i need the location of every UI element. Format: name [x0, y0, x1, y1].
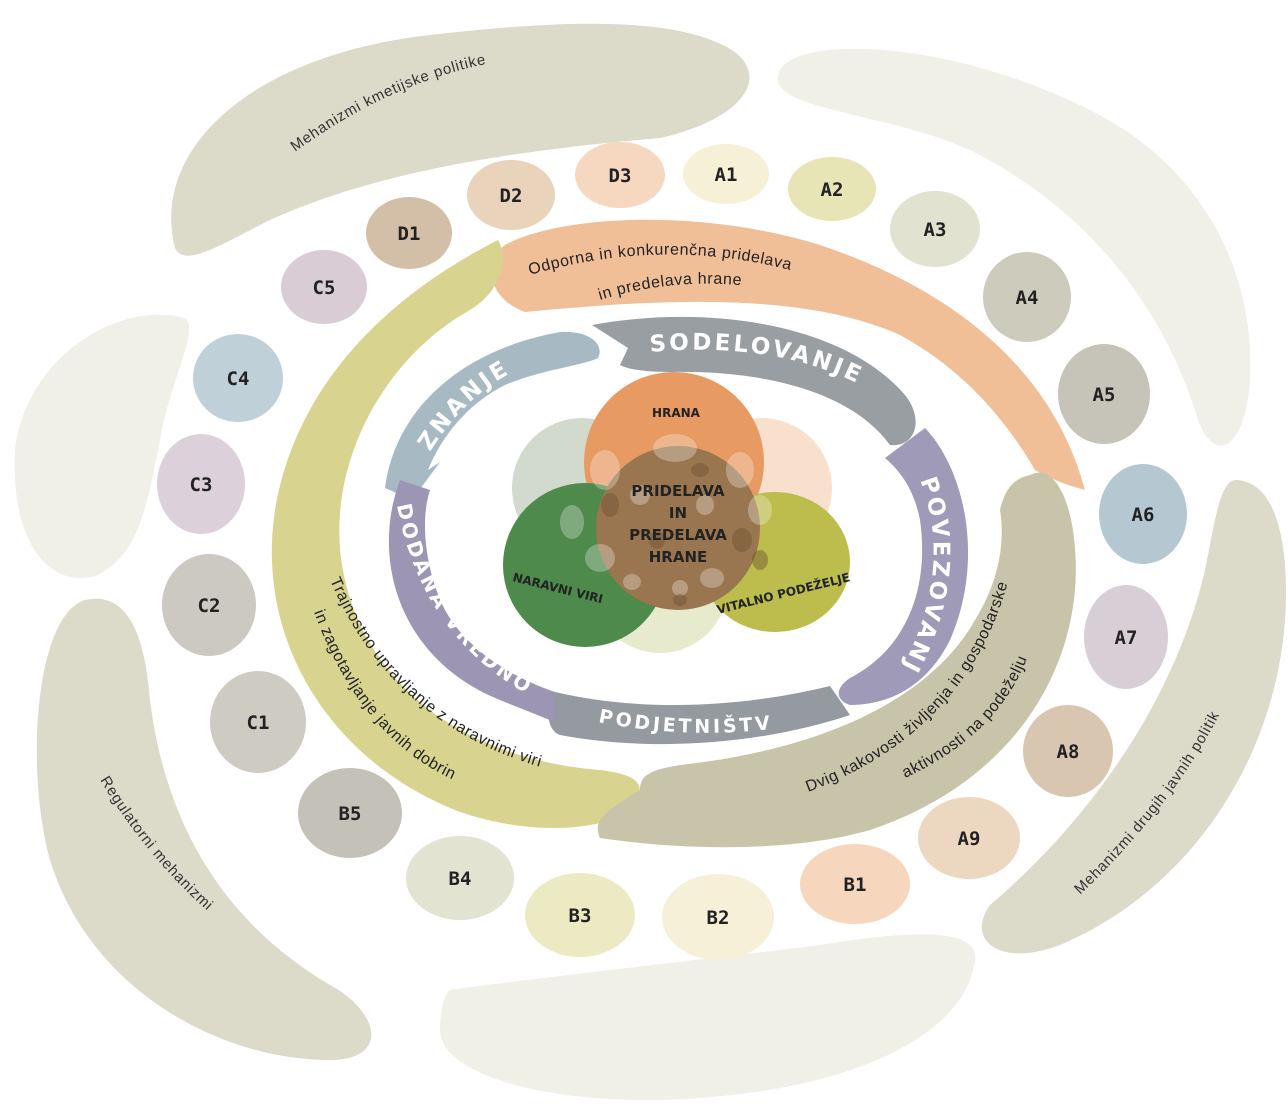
code-label: A1 — [715, 164, 738, 186]
code-oval-c4: C4 — [193, 334, 283, 422]
outer-blob-left — [14, 314, 190, 579]
code-oval-a5: A5 — [1058, 344, 1150, 444]
code-label: C5 — [313, 277, 336, 299]
code-oval-shape — [662, 874, 774, 960]
code-oval-shape — [406, 836, 514, 920]
code-oval-shape — [1058, 344, 1150, 444]
code-oval-b4: B4 — [406, 836, 514, 920]
code-oval-a9: A9 — [918, 797, 1020, 879]
code-oval-shape — [983, 252, 1071, 342]
code-oval-shape — [298, 768, 402, 858]
code-oval-shape — [366, 197, 452, 269]
arc-rural-quality — [597, 472, 1076, 848]
code-label: B2 — [707, 907, 730, 929]
arc-competitive-production — [491, 219, 1086, 490]
code-oval-shape — [1023, 705, 1113, 797]
center-title-1: PRIDELAVA — [631, 482, 725, 500]
code-oval-a1: A1 — [683, 144, 769, 204]
code-oval-shape — [281, 250, 367, 324]
venn-texture-dark — [601, 463, 768, 606]
code-oval-shape — [210, 671, 306, 773]
arc-sustainable-resources — [271, 240, 640, 828]
outer-blob-regulatory — [36, 598, 372, 1060]
venn-texture — [560, 434, 772, 596]
code-oval-b5: B5 — [298, 768, 402, 858]
code-label: B5 — [339, 803, 362, 825]
code-oval-c5: C5 — [281, 250, 367, 324]
code-oval-shape — [788, 157, 876, 221]
code-oval-shape — [683, 144, 769, 204]
outer-blob-other — [981, 480, 1286, 954]
code-oval-a8: A8 — [1023, 705, 1113, 797]
code-oval-shape — [157, 434, 245, 534]
code-label: C1 — [247, 712, 270, 734]
outer-blob-upper-right — [777, 48, 1251, 446]
code-label: C4 — [227, 368, 250, 390]
center-title-2: IN — [669, 504, 687, 522]
center-label-hrana: HRANA — [652, 406, 701, 420]
code-oval-shape — [800, 844, 910, 924]
code-oval-shape — [467, 160, 555, 230]
code-oval-b2: B2 — [662, 874, 774, 960]
code-oval-a4: A4 — [983, 252, 1071, 342]
code-oval-shape — [193, 334, 283, 422]
code-label: D2 — [500, 185, 523, 207]
code-oval-a7: A7 — [1084, 585, 1168, 689]
code-label: A8 — [1057, 741, 1080, 763]
code-oval-b1: B1 — [800, 844, 910, 924]
code-oval-c1: C1 — [210, 671, 306, 773]
code-oval-a2: A2 — [788, 157, 876, 221]
code-label: D1 — [398, 223, 421, 245]
code-oval-shape — [1099, 464, 1187, 564]
code-oval-a6: A6 — [1099, 464, 1187, 564]
code-label: A3 — [924, 219, 947, 241]
code-oval-shape — [1084, 585, 1168, 689]
code-label: C2 — [198, 595, 221, 617]
ring-arrow-podjetnistvo — [548, 686, 850, 745]
code-label: D3 — [609, 165, 632, 187]
code-oval-shape — [575, 142, 665, 208]
ring-arrow-sodelovanje — [592, 316, 916, 446]
code-label: B1 — [844, 874, 867, 896]
code-oval-d2: D2 — [467, 160, 555, 230]
center-venn — [503, 372, 850, 653]
code-label: A2 — [821, 179, 844, 201]
code-label: A7 — [1115, 627, 1138, 649]
code-oval-d3: D3 — [575, 142, 665, 208]
venn-core — [596, 446, 760, 610]
ring-arrow-dodana — [388, 480, 555, 722]
code-label: B3 — [569, 905, 592, 927]
code-oval-a3: A3 — [890, 191, 980, 267]
code-label: C3 — [190, 474, 213, 496]
code-label: A4 — [1016, 287, 1039, 309]
code-oval-shape — [525, 873, 635, 957]
code-oval-shape — [918, 797, 1020, 879]
code-oval-b3: B3 — [525, 873, 635, 957]
center-title-4: HRANE — [649, 548, 708, 566]
code-label: B4 — [449, 868, 472, 890]
code-label: A9 — [958, 828, 981, 850]
code-label: A5 — [1093, 384, 1116, 406]
outer-blob-bottom — [440, 934, 976, 1101]
code-oval-c3: C3 — [157, 434, 245, 534]
code-oval-shape — [890, 191, 980, 267]
center-title-3: PREDELAVA — [629, 526, 727, 544]
code-oval-d1: D1 — [366, 197, 452, 269]
code-oval-c2: C2 — [162, 554, 256, 656]
outer-blob-agri — [171, 23, 750, 256]
ring-arrow-povezovanje — [838, 428, 969, 705]
code-oval-shape — [162, 554, 256, 656]
code-label: A6 — [1132, 504, 1155, 526]
outer-blobs — [14, 23, 1286, 1101]
